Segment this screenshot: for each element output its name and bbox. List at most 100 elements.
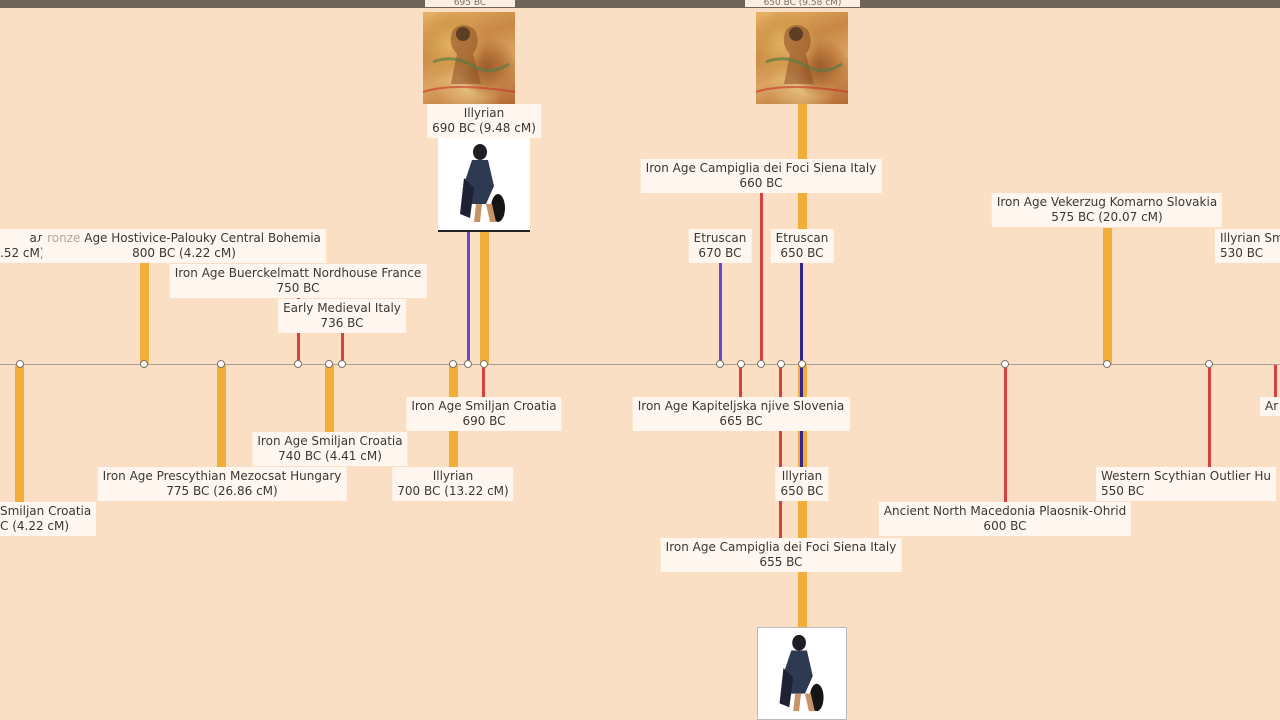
- timeline-node[interactable]: [464, 360, 472, 368]
- sample-label-prescythian[interactable]: Iron Age Prescythian Mezocsat Hungary 77…: [97, 467, 347, 501]
- link-campiglia-orange: [798, 192, 807, 230]
- sample-label-etruscan-670[interactable]: Etruscan 670 BC: [688, 229, 752, 263]
- timeline-node[interactable]: [757, 360, 765, 368]
- sample-label-etruscan-650[interactable]: Etruscan 650 BC: [770, 229, 834, 263]
- sample-name: Illyrian Sm: [1220, 231, 1280, 245]
- sample-label-right-edge[interactable]: Ar: [1260, 397, 1280, 416]
- sample-date: C (4.22 cM): [0, 519, 70, 533]
- link-macedonia: [1004, 365, 1007, 505]
- link-etruscan-650: [800, 262, 803, 364]
- link-early-medieval: [341, 332, 344, 364]
- sample-name: Etruscan: [775, 231, 829, 245]
- timeline-node[interactable]: [140, 360, 148, 368]
- sample-date: 600 BC: [983, 519, 1027, 533]
- sample-label-early-medieval[interactable]: Early Medieval Italy 736 BC: [278, 299, 406, 333]
- sample-name: Iron Age Buerckelmatt Nordhouse France: [174, 266, 422, 280]
- timeline-node[interactable]: [1103, 360, 1111, 368]
- link-prescythian: [217, 365, 226, 470]
- sample-date: 650 BC: [780, 246, 824, 260]
- sample-name: Early Medieval Italy: [283, 301, 401, 315]
- link-right-edge: [1274, 365, 1277, 398]
- sample-date: 690 BC: [462, 414, 506, 428]
- timeline-node[interactable]: [798, 360, 806, 368]
- timeline-node[interactable]: [716, 360, 724, 368]
- sample-label-smiljan-690[interactable]: Iron Age Smiljan Croatia 690 BC: [406, 397, 562, 431]
- timeline-node[interactable]: [480, 360, 488, 368]
- top-caption-right: 650 BC (9.58 cM): [745, 0, 860, 7]
- timeline-node[interactable]: [777, 360, 785, 368]
- sample-label-illyrian-650[interactable]: Illyrian 650 BC: [775, 467, 829, 501]
- timeline-node[interactable]: [217, 360, 225, 368]
- sample-label-illyrian-700[interactable]: Illyrian 700 BC (13.22 cM): [392, 467, 514, 501]
- sample-name: Illyrian: [781, 469, 823, 483]
- warrior-figure-icon: [460, 144, 505, 222]
- sample-name: Etruscan: [693, 231, 747, 245]
- sample-label-campiglia-655[interactable]: Iron Age Campiglia dei Foci Siena Italy …: [660, 538, 902, 572]
- sample-name: Iron Age Campiglia dei Foci Siena Italy: [645, 161, 877, 175]
- fresco-image-1[interactable]: [423, 12, 515, 104]
- timeline-axis: [0, 364, 1280, 365]
- sample-name: Iron Age Campiglia dei Foci Siena Italy: [665, 540, 897, 554]
- link-western-scythian: [1208, 365, 1211, 470]
- sample-date: 660 BC: [739, 176, 783, 190]
- sample-date: 530 BC: [1220, 246, 1264, 260]
- link-smiljan-left: [15, 365, 24, 505]
- sample-date: .52 cM): [0, 246, 45, 260]
- sample-label-left-edge[interactable]: ал .52 cM): [0, 229, 50, 263]
- sample-label-buerckelmatt[interactable]: Iron Age Buerckelmatt Nordhouse France 7…: [169, 264, 427, 298]
- warrior-portrait-2[interactable]: [757, 627, 847, 720]
- sample-label-western-scythian[interactable]: Western Scythian Outlier Hu 550 BC: [1096, 467, 1276, 501]
- timeline-node[interactable]: [325, 360, 333, 368]
- fresco-figure-icon: [756, 25, 848, 93]
- sample-label-illyrian-690[interactable]: Illyrian 690 BC (9.48 cM): [427, 104, 541, 138]
- link-smiljan-740: [325, 365, 334, 435]
- sample-date: 800 BC (4.22 cM): [132, 246, 236, 260]
- sample-date: 736 BC: [320, 316, 364, 330]
- sample-name: Ar: [1265, 399, 1279, 413]
- link-smiljan-690: [482, 365, 485, 398]
- warrior-portrait-1[interactable]: [438, 138, 530, 232]
- sample-date: 740 BC (4.41 cM): [278, 449, 382, 463]
- timeline-node[interactable]: [16, 360, 24, 368]
- sample-date: 750 BC: [276, 281, 320, 295]
- sample-name: ал: [29, 231, 45, 245]
- link-campiglia-655: [779, 365, 782, 540]
- sample-date: 665 BC: [719, 414, 763, 428]
- fresco-image-2[interactable]: [756, 12, 848, 104]
- link-etruscan-670: [719, 262, 722, 364]
- timeline-node[interactable]: [449, 360, 457, 368]
- sample-label-illyrian-right[interactable]: Illyrian Sm 530 BC: [1215, 229, 1280, 263]
- sample-date: 690 BC (9.48 cM): [432, 121, 536, 135]
- sample-name: Illyrian: [432, 469, 474, 483]
- timeline-node[interactable]: [338, 360, 346, 368]
- sample-name: Smiljan Croatia: [0, 504, 92, 518]
- sample-name: Ancient North Macedonia Plaosnik-Ohrid: [883, 504, 1127, 518]
- warrior-figure-icon: [779, 634, 824, 712]
- timeline-node[interactable]: [294, 360, 302, 368]
- timeline-node[interactable]: [737, 360, 745, 368]
- fresco-figure-icon: [423, 25, 515, 93]
- sample-label-kapiteljska[interactable]: Iron Age Kapiteljska njive Slovenia 665 …: [632, 397, 850, 431]
- sample-label-smiljan-left[interactable]: Smiljan Croatia C (4.22 cM): [0, 502, 97, 536]
- top-scroll-bar: [0, 0, 1280, 8]
- sample-label-vekerzug[interactable]: Iron Age Vekerzug Komarno Slovakia 575 B…: [991, 193, 1223, 227]
- sample-date: 655 BC: [759, 555, 803, 569]
- link-illyrian-690-orange: [480, 228, 489, 364]
- sample-label-macedonia[interactable]: Ancient North Macedonia Plaosnik-Ohrid 6…: [878, 502, 1132, 536]
- sample-date: 575 BC (20.07 cM): [1051, 210, 1163, 224]
- sample-name: Illyrian: [463, 106, 505, 120]
- link-fresco-2: [798, 104, 807, 160]
- sample-date: 550 BC: [1101, 484, 1145, 498]
- sample-label-smiljan-740[interactable]: Iron Age Smiljan Croatia 740 BC (4.41 cM…: [252, 432, 408, 466]
- timeline-node[interactable]: [1001, 360, 1009, 368]
- sample-label-hostivice[interactable]: ronze Age Hostivice-Palouky Central Bohe…: [42, 229, 326, 263]
- sample-label-campiglia-660[interactable]: Iron Age Campiglia dei Foci Siena Italy …: [640, 159, 882, 193]
- sample-name: Iron Age Smiljan Croatia: [257, 434, 403, 448]
- link-hostivice: [140, 262, 149, 364]
- sample-name: Iron Age Smiljan Croatia: [411, 399, 557, 413]
- sample-date: 650 BC: [780, 484, 824, 498]
- timeline-node[interactable]: [1205, 360, 1213, 368]
- link-campiglia-660: [760, 192, 763, 364]
- link-vekerzug: [1103, 228, 1112, 364]
